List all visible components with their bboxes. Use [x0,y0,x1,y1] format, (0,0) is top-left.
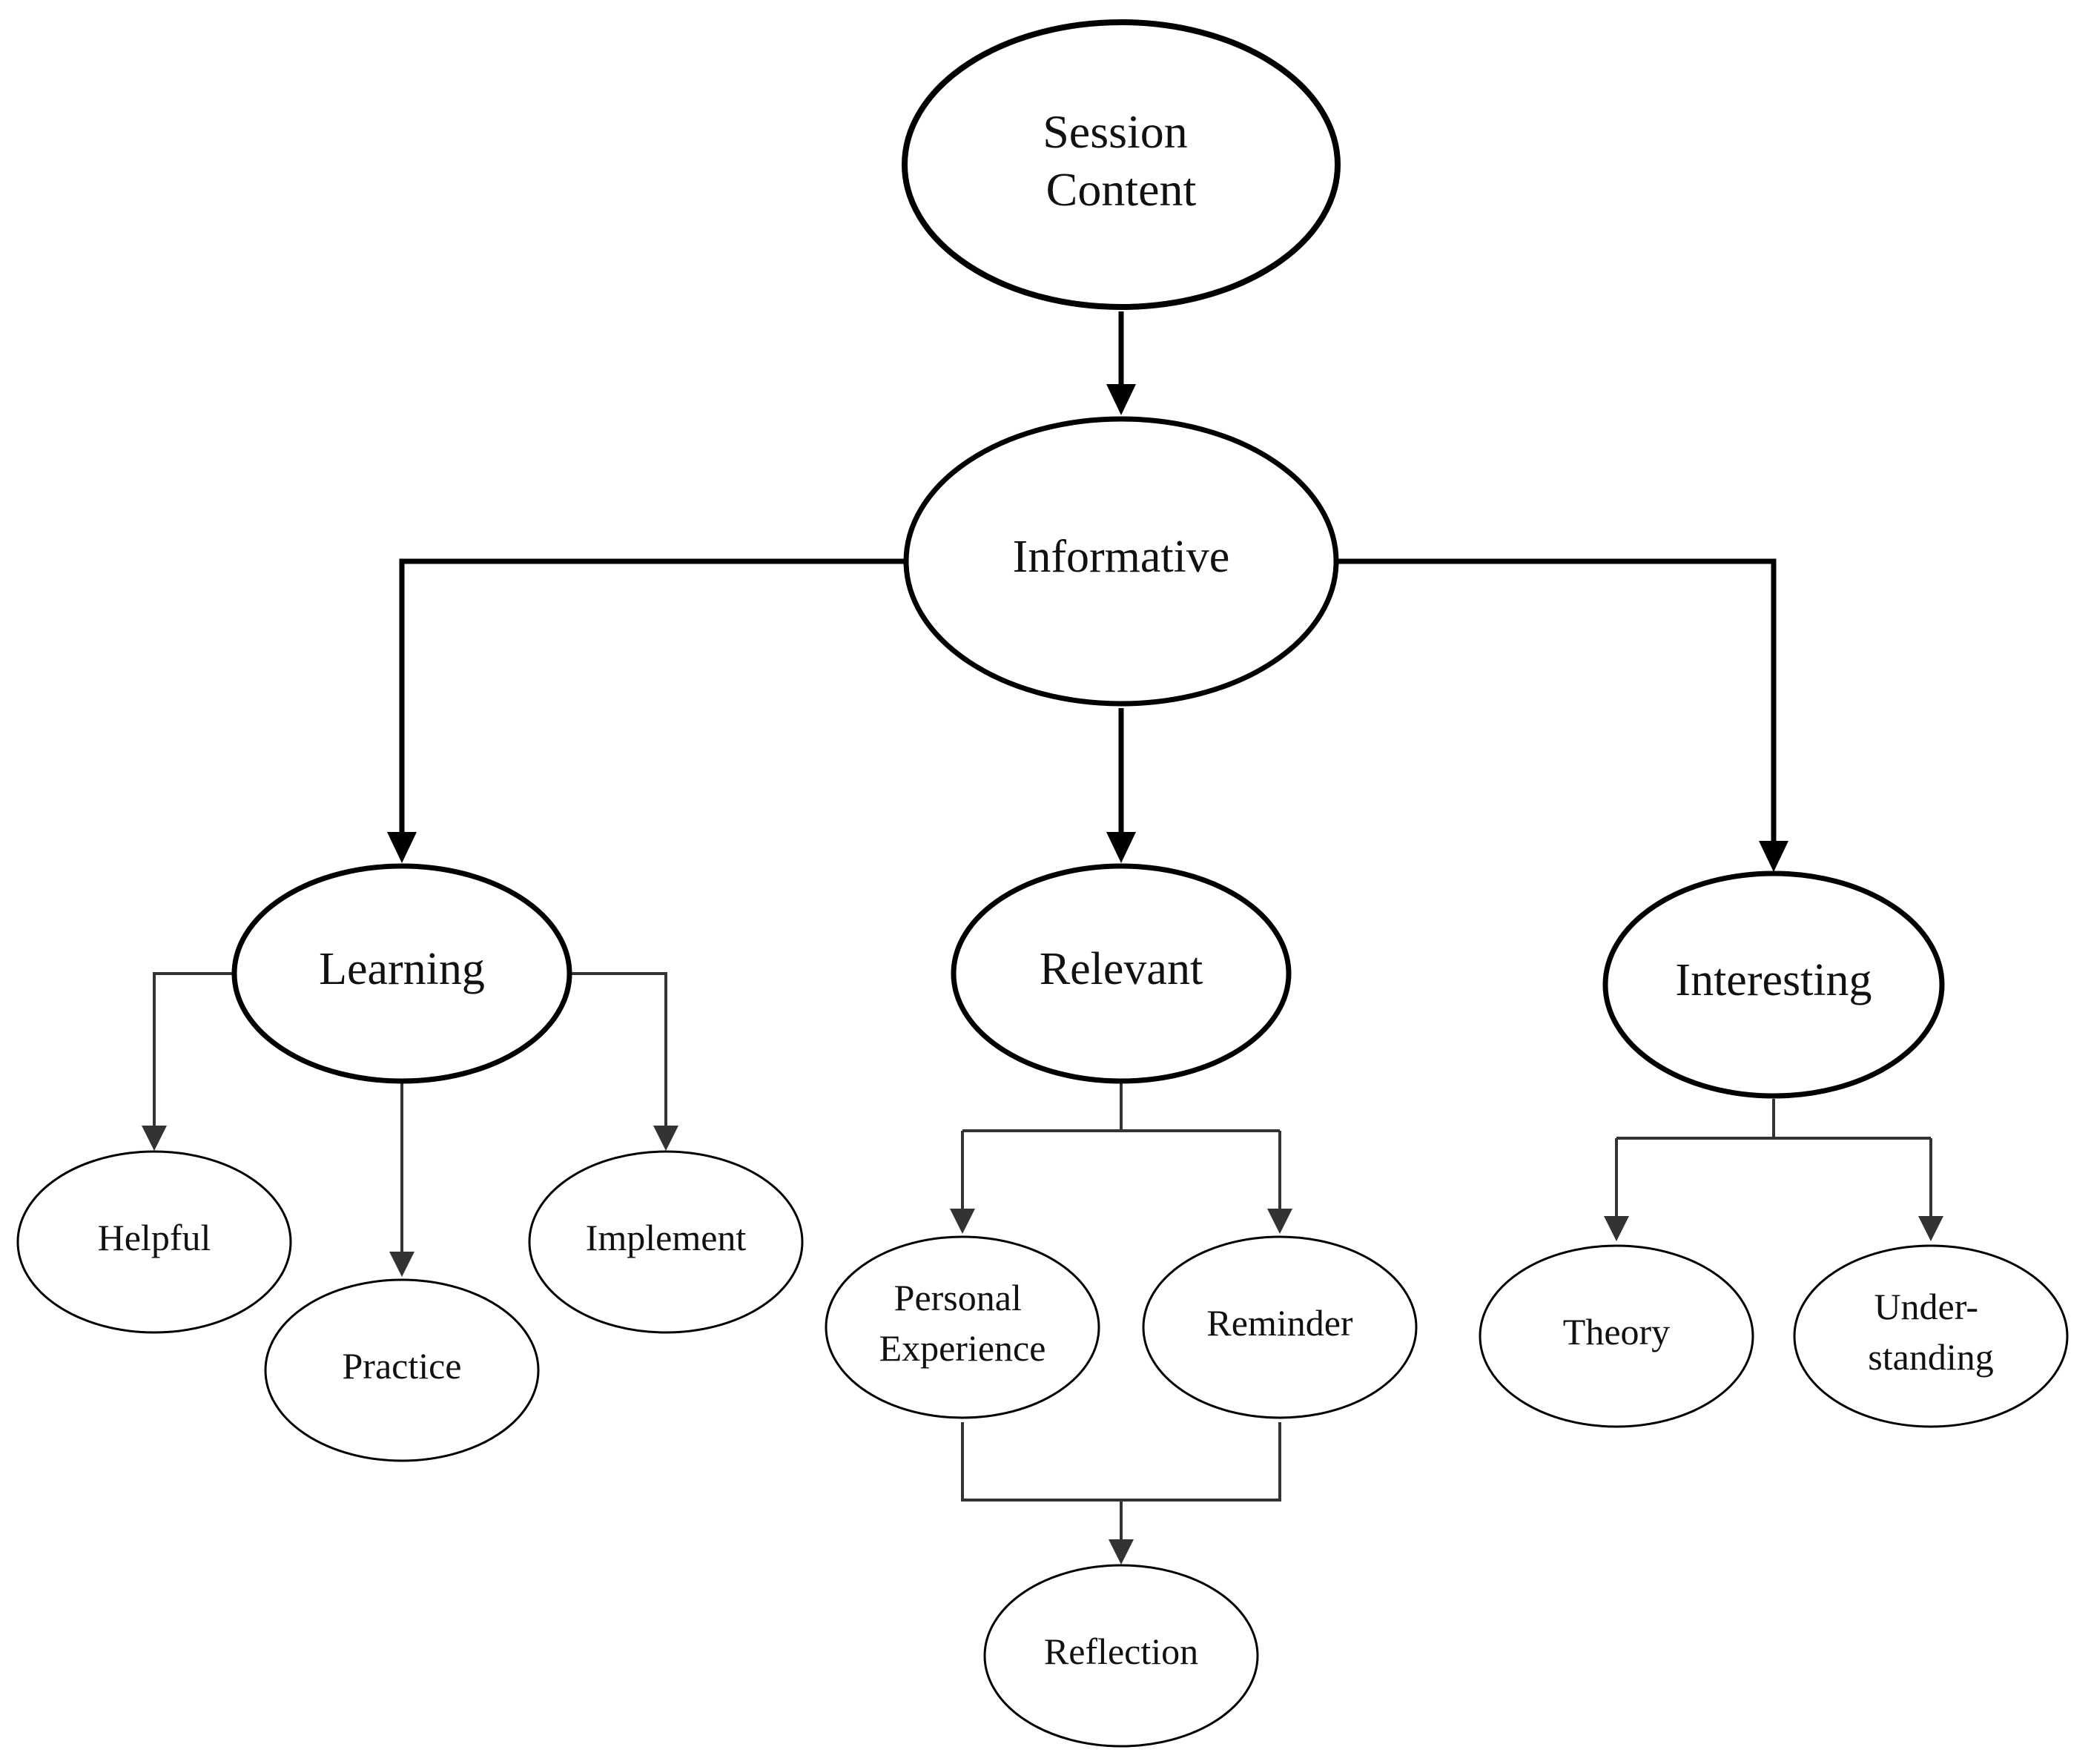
node-label: Under- standing [1868,1286,1993,1378]
edge-session-content-to-informative [1106,311,1136,415]
node-label: Reflection [1044,1631,1198,1672]
connectors [142,311,1943,1565]
node-label: Session Content [1043,105,1200,216]
edge-informative-to-relevant [1106,708,1136,863]
node-label: Learning [319,944,485,994]
edge-learning-to-helpful [142,972,236,1151]
node-interesting: Interesting [1602,871,1945,1099]
node-label: Implement [586,1217,747,1258]
node-session-content: Session Content [902,19,1341,310]
node-personal-experience: Personal Experience [825,1235,1100,1419]
node-reminder: Reminder [1142,1235,1418,1419]
node-label: Informative [1013,532,1230,582]
node-theory: Theory [1479,1244,1754,1428]
edge-interesting-to-theory-and-understanding [1604,1099,1943,1241]
node-understanding: Under- standing [1793,1244,2069,1428]
node-label: Relevant [1040,944,1203,994]
node-implement: Implement [528,1150,804,1334]
node-label: Practice [342,1345,461,1387]
edge-learning-to-implement [569,972,678,1151]
node-practice: Practice [264,1278,540,1462]
node-learning: Learning [231,863,572,1084]
edge-informative-to-learning [387,558,906,863]
node-helpful: Helpful [16,1150,292,1334]
node-label: Interesting [1675,955,1872,1005]
node-reflection: Reflection [983,1564,1259,1748]
edge-learning-to-practice [389,1081,414,1277]
node-informative: Informative [903,416,1339,707]
edge-relevant-to-personal-experience-and-reminder [950,1081,1292,1234]
edge-personal-experience-and-reminder-to-reflection [961,1422,1281,1565]
node-label: Reminder [1206,1302,1353,1344]
node-relevant: Relevant [951,863,1292,1084]
node-label: Theory [1563,1311,1670,1352]
edge-informative-to-interesting [1337,558,1788,872]
node-label: Helpful [98,1217,211,1258]
node-label: Personal Experience [879,1277,1046,1369]
